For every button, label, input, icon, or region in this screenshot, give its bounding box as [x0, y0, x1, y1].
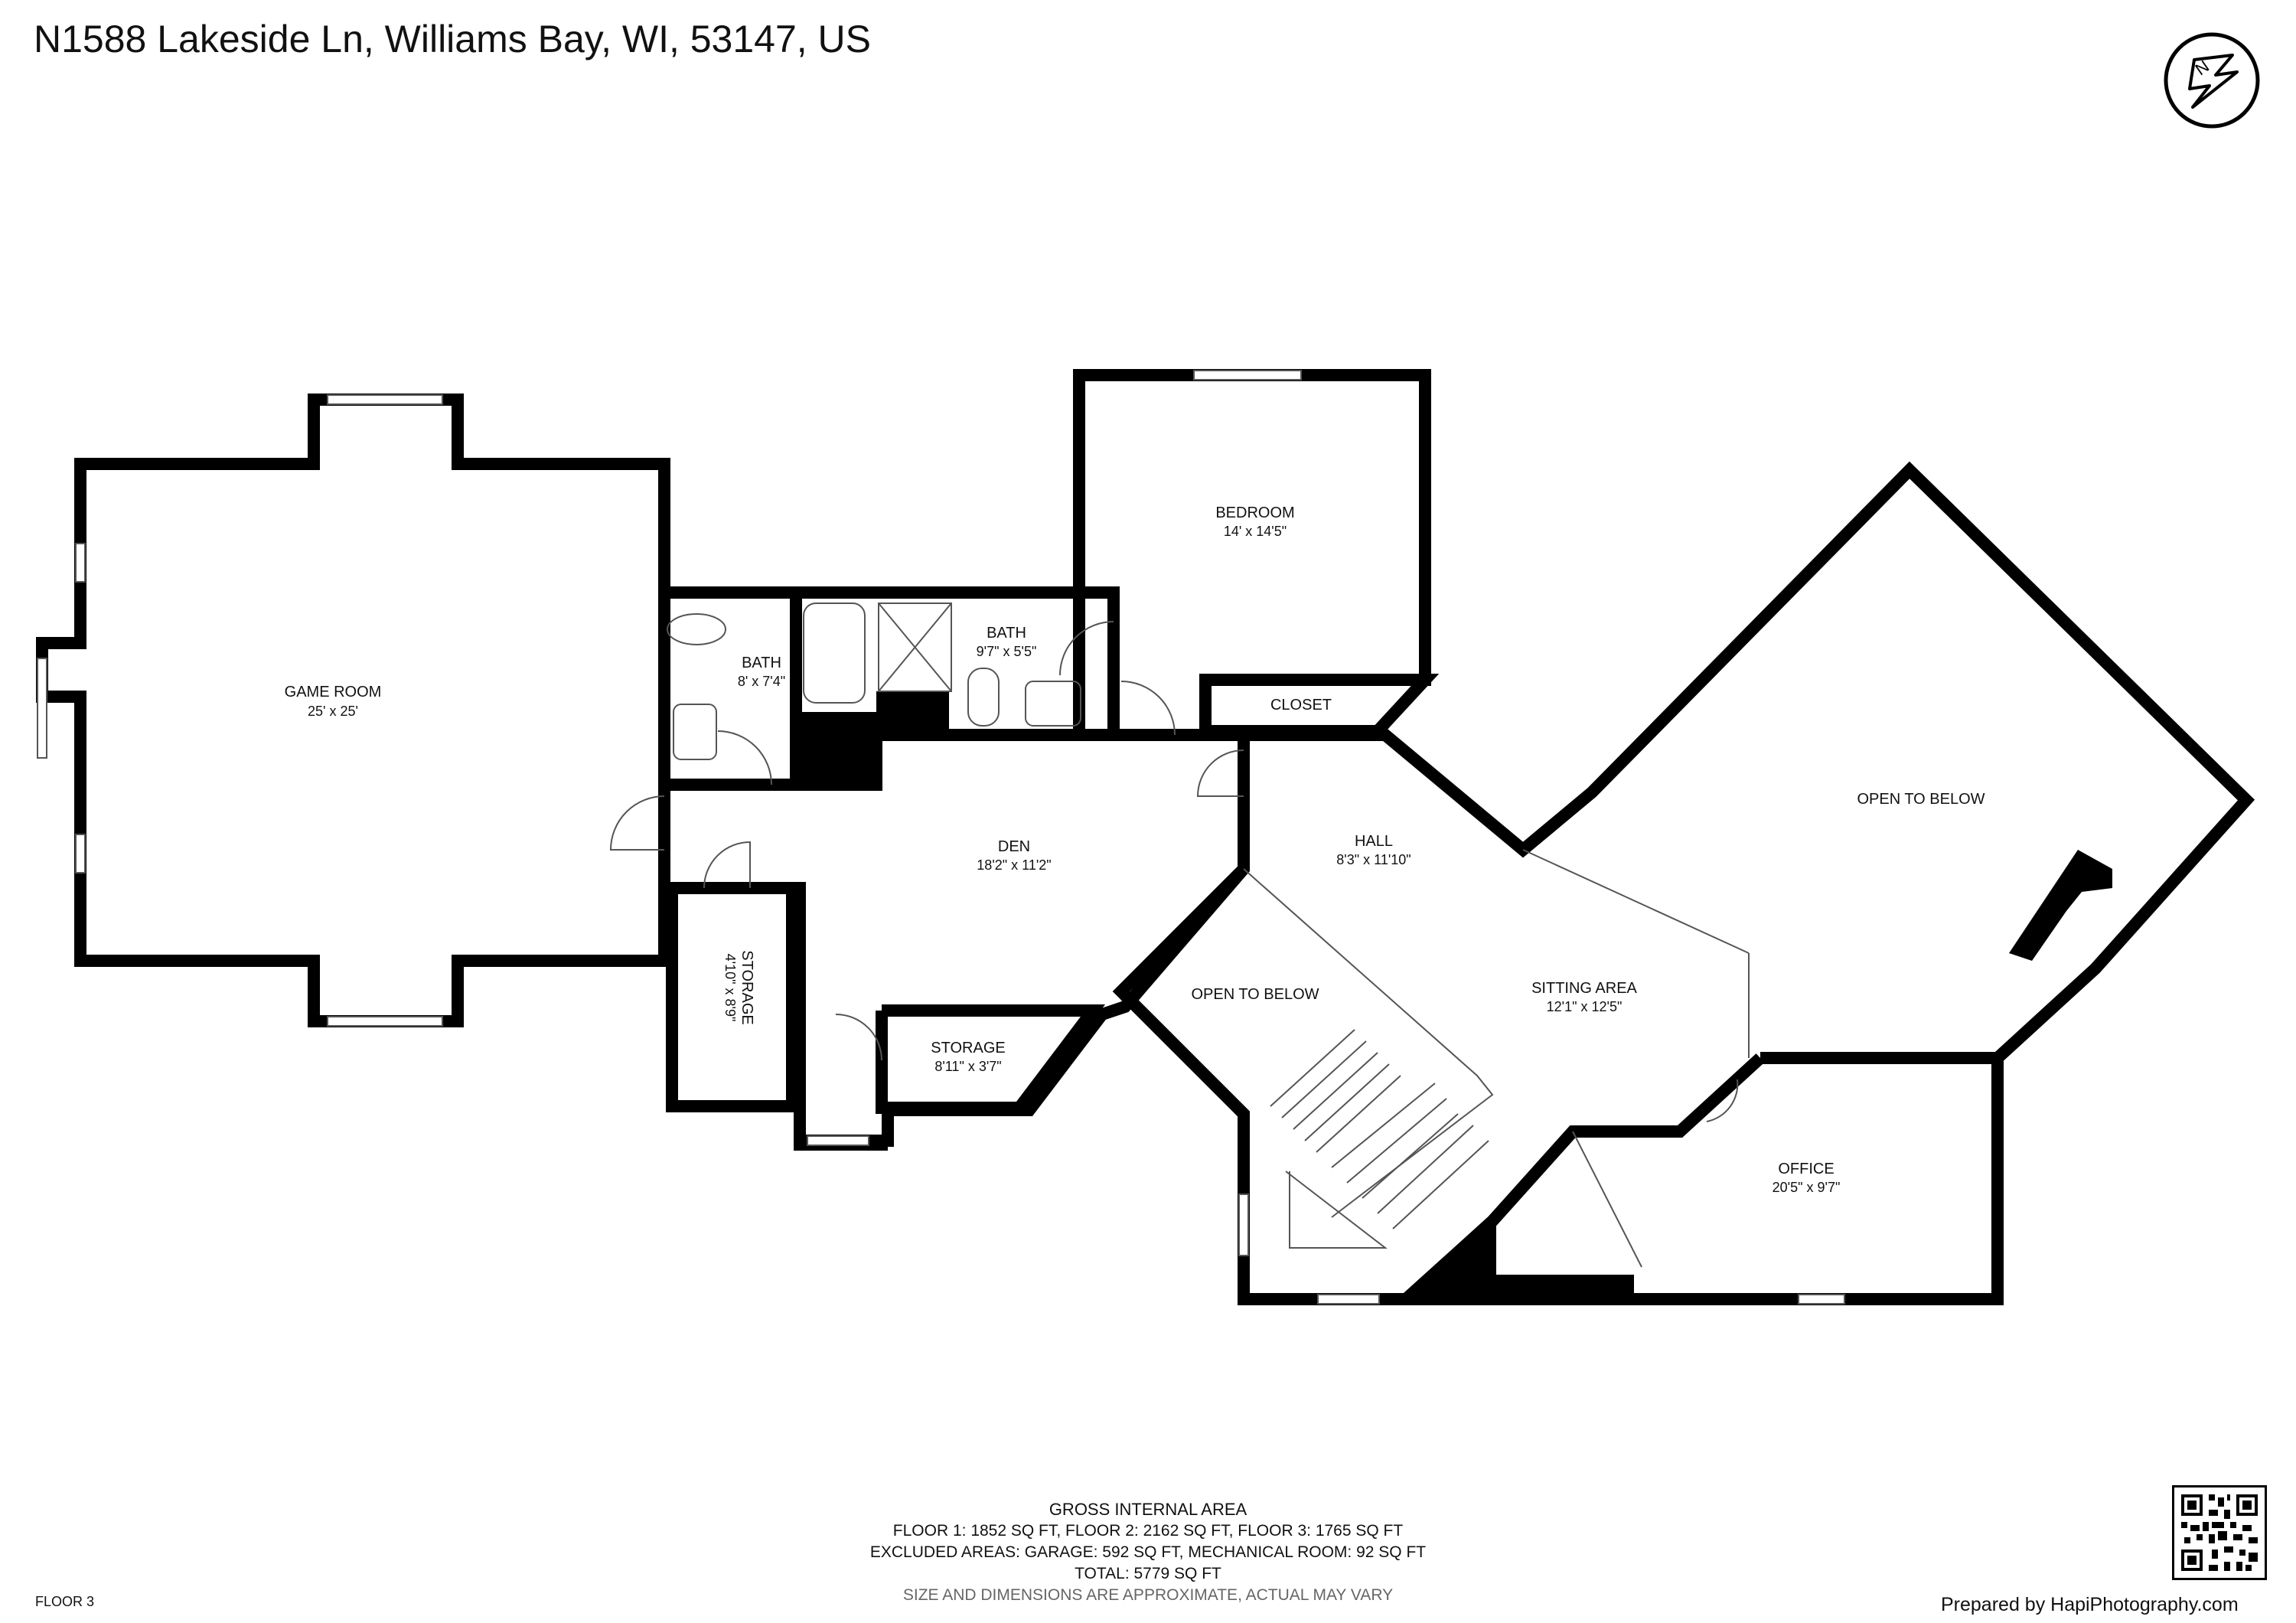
sitting-area-label: SITTING AREA — [1531, 980, 1637, 997]
sink — [1025, 681, 1081, 727]
bedroom-label: BEDROOM — [1215, 505, 1294, 521]
prepared-by-credit: Prepared by HapiPhotography.com — [1941, 1594, 2239, 1615]
bathtub — [803, 603, 866, 704]
window — [807, 1135, 869, 1146]
storage2-dims: 8'11" x 3'7" — [934, 1059, 1001, 1074]
area-title: GROSS INTERNAL AREA — [1049, 1500, 1247, 1519]
wall-block — [876, 691, 949, 735]
shower-diagonal — [878, 603, 952, 692]
stair-landing — [1285, 1171, 1388, 1249]
wall-block — [2009, 850, 2112, 961]
wall-block — [1406, 1221, 1496, 1299]
toilet — [667, 613, 726, 645]
rail-line — [1572, 1131, 1642, 1268]
game-room-dims: 25' x 25' — [308, 704, 358, 719]
storage1-walls — [664, 882, 798, 1112]
window — [1317, 1294, 1380, 1305]
game-room-label: GAME ROOM — [285, 684, 382, 700]
door-swing — [835, 1014, 882, 1061]
bath-block-walls — [664, 586, 1120, 735]
window — [327, 394, 443, 405]
qr-code-icon — [2172, 1485, 2267, 1580]
office-label: OFFICE — [1778, 1161, 1834, 1177]
area-floors: FLOOR 1: 1852 SQ FT, FLOOR 2: 2162 SQ FT… — [892, 1522, 1404, 1540]
closet-label: CLOSET — [1270, 697, 1332, 714]
door-swing — [1196, 749, 1244, 797]
stair-treads — [1270, 1029, 1489, 1229]
window — [1193, 370, 1302, 380]
floor-label: FLOOR 3 — [35, 1594, 95, 1609]
doors — [609, 621, 1739, 1122]
wall-block — [794, 712, 876, 782]
hall-walls — [1244, 461, 2255, 1064]
window — [1798, 1294, 1845, 1305]
stair-rail — [1243, 868, 1494, 1218]
office-walls — [1390, 1053, 2004, 1305]
bath1-dims: 8' x 7'4" — [738, 674, 785, 689]
bath2-dims: 9'7" x 5'5" — [977, 644, 1037, 659]
den-walls — [658, 735, 1250, 1147]
wall-block — [1496, 1275, 1634, 1299]
window — [75, 834, 86, 874]
door-swing — [703, 841, 751, 889]
door-swing — [717, 730, 772, 785]
office-dims: 20'5" x 9'7" — [1773, 1180, 1841, 1195]
area-disclaimer: SIZE AND DIMENSIONS ARE APPROXIMATE, ACT… — [902, 1586, 1394, 1604]
den-dims: 18'2" x 11'2" — [977, 857, 1051, 873]
bath2-label: BATH — [987, 625, 1026, 642]
hall-label: HALL — [1355, 833, 1393, 850]
rail-line — [1522, 849, 1750, 954]
windows — [37, 370, 1845, 1305]
window — [1238, 1194, 1249, 1256]
window — [75, 543, 86, 583]
storage2-label: STORAGE — [931, 1040, 1005, 1056]
door-swing — [1706, 1079, 1739, 1122]
property-address: N1588 Lakeside Ln, Williams Bay, WI, 531… — [34, 18, 872, 60]
bedroom-dims: 14' x 14'5" — [1224, 524, 1287, 539]
sitting-area-dims: 12'1" x 12'5" — [1547, 999, 1623, 1014]
open-below-1-label: OPEN TO BELOW — [1191, 986, 1319, 1003]
door-swing — [1059, 621, 1114, 676]
north-arrow-compass-icon: N — [2164, 32, 2260, 129]
window — [327, 1016, 443, 1027]
door-swing — [609, 795, 665, 851]
sink — [673, 704, 717, 760]
open-below-left-walls — [1112, 864, 1406, 1305]
bath1-label: BATH — [742, 655, 781, 671]
storage1-label: STORAGE — [739, 950, 755, 1024]
toilet — [967, 668, 1000, 727]
fixtures — [667, 603, 1750, 1268]
door-swing — [1120, 681, 1176, 736]
area-total: TOTAL: 5779 SQ FT — [1075, 1565, 1221, 1582]
storage1-dims: 4'10" x 8'9" — [722, 954, 738, 1022]
gross-internal-area: GROSS INTERNAL AREA FLOOR 1: 1852 SQ FT,… — [689, 1499, 1607, 1606]
storage2-walls — [876, 1004, 1106, 1114]
exterior-walls — [36, 369, 2255, 1305]
area-excluded: EXCLUDED AREAS: GARAGE: 592 SQ FT, MECHA… — [869, 1543, 1427, 1561]
den-label: DEN — [998, 838, 1030, 855]
open-below-2-label: OPEN TO BELOW — [1857, 791, 1985, 808]
window — [37, 658, 47, 759]
hall-dims: 8'3" x 11'10" — [1336, 852, 1411, 867]
solid-wall-blocks — [794, 691, 2112, 1299]
shower — [878, 603, 952, 692]
